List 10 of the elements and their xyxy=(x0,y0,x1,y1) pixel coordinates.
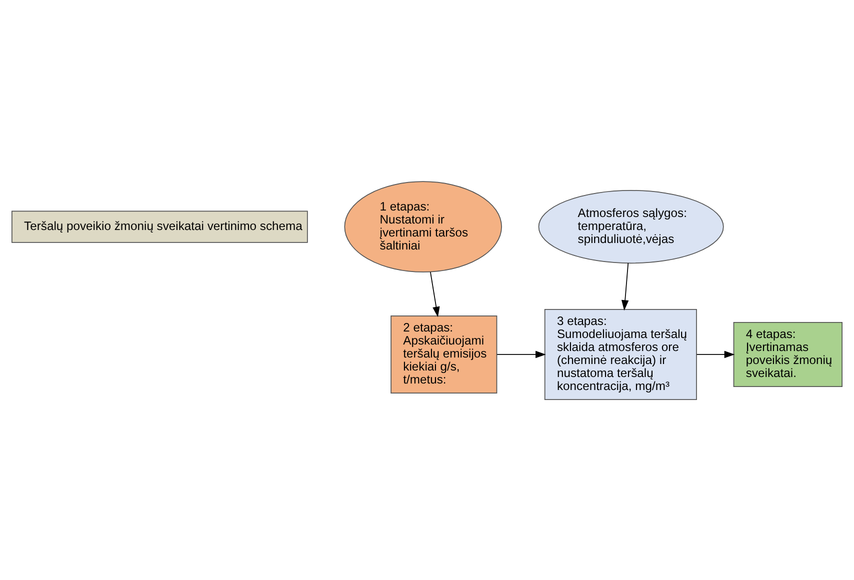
node-ellipse: Atmosferos sąlygos: temperatūra, spinduliuotė,vėjas xyxy=(538,190,724,264)
node-box: 4 etapas: Įvertinamas poveikis žmonių sveikatai. xyxy=(733,321,843,386)
node-box: 3 etapas: Sumodeliuojama teršalų sklaida atmosferos ore (cheminė reakcija) ir nustatoma teršalų koncentracija, mg/m³ xyxy=(544,308,697,400)
arrow xyxy=(696,350,735,358)
node-box: 2 etapas: Apskaičiuojami teršalų emisijos kiekiai g/s, t/metus: xyxy=(390,314,498,393)
arrow xyxy=(621,262,629,310)
node-ellipse: 1 etapas: Nustatomi ir įvertinami taršos šaltiniai xyxy=(344,180,502,272)
arrow xyxy=(430,271,440,317)
node-box: Teršalų poveikio žmonių sveikatai vertinimo schema xyxy=(11,210,308,242)
arrow xyxy=(496,350,546,358)
